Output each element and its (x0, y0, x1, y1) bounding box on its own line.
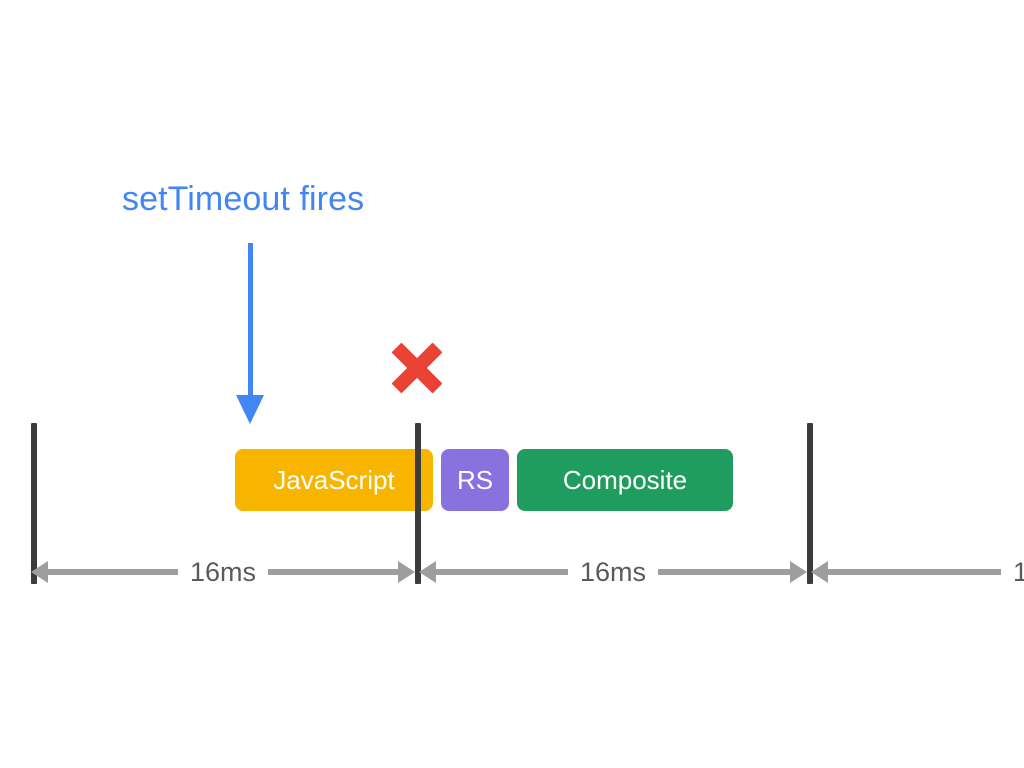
task-bar-recalc-style[interactable]: RS (441, 449, 509, 511)
measurement-frame-duration-3: 16 (811, 545, 1024, 599)
frame-tick-frame-boundary-3 (807, 423, 813, 584)
task-bar-composite[interactable]: Composite (517, 449, 733, 511)
settimeout-pointer-arrow (235, 243, 265, 425)
measurement-label: 16ms (567, 545, 659, 599)
frame-tick-frame-boundary-2 (415, 423, 421, 584)
frame-tick-frame-boundary-1 (31, 423, 37, 584)
measurement-arrowhead-right (790, 561, 807, 583)
measurement-arrowhead-left (811, 561, 828, 583)
pointer-arrow-head (236, 395, 264, 424)
settimeout-annotation-label: setTimeout fires (122, 180, 365, 218)
measurement-arrowhead-right (398, 561, 415, 583)
pointer-arrow-shaft (248, 243, 253, 401)
task-bar-javascript[interactable]: JavaScript (235, 449, 433, 511)
missed-frame-x-icon (388, 339, 445, 396)
measurement-line (825, 569, 1024, 575)
task-bar-label: Composite (562, 464, 688, 495)
measurement-label: 16ms (177, 545, 269, 599)
measurement-arrowhead-left (419, 561, 436, 583)
measurement-label: 16 (1001, 545, 1024, 599)
measurement-frame-duration-2: 16ms (419, 545, 807, 599)
task-bar-label: RS (456, 464, 494, 495)
measurement-frame-duration-1: 16ms (31, 545, 415, 599)
task-bar-label: JavaScript (273, 464, 395, 495)
measurement-arrowhead-left (31, 561, 48, 583)
